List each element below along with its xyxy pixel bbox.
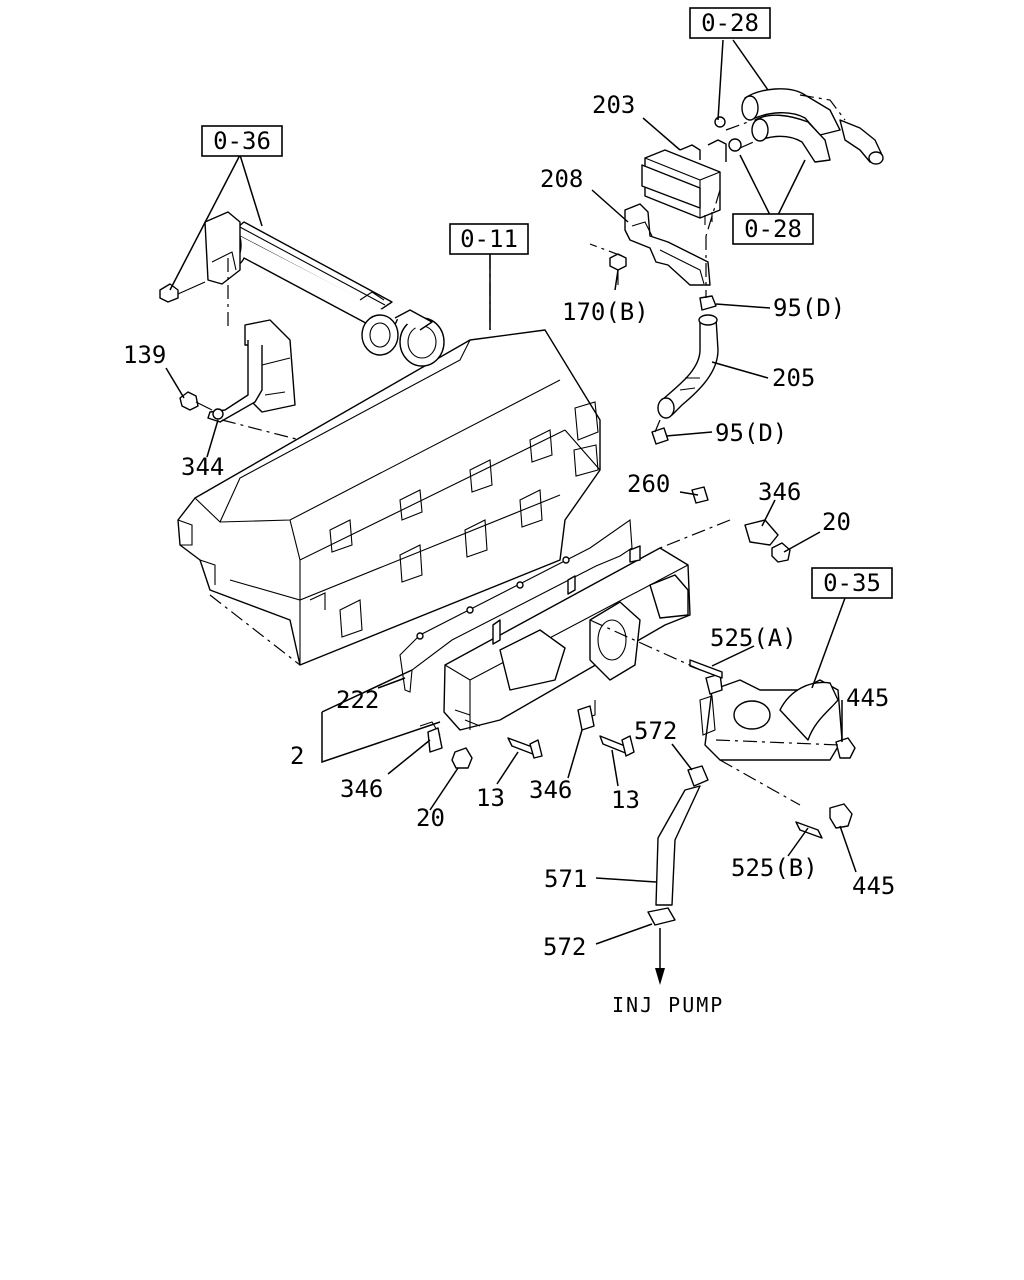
inj-pump-label: INJ PUMP xyxy=(612,993,724,1017)
water-pipe-drawing xyxy=(159,211,445,367)
bracket-344-drawing xyxy=(179,319,296,423)
small-fasteners-drawing xyxy=(427,486,791,769)
ref-0-11-text: 0-11 xyxy=(460,225,518,253)
part-13-left-label: 13 xyxy=(476,784,505,812)
ref-0-28-top-text: 0-28 xyxy=(701,9,759,37)
part-203-label: 203 xyxy=(592,91,635,119)
hoses-0-28-drawing xyxy=(714,88,884,165)
thermostat-housing-drawing xyxy=(689,659,856,839)
ref-0-28-bottom-text: 0-28 xyxy=(744,215,802,243)
hose-571-drawing xyxy=(647,765,709,985)
part-346-middle-label: 346 xyxy=(529,776,572,804)
part-20-top-label: 20 xyxy=(822,508,851,536)
valve-203-drawing xyxy=(641,139,727,225)
part-572-upper-label: 572 xyxy=(634,717,677,745)
part-139-label: 139 xyxy=(123,341,166,369)
part-170b-label: 170(B) xyxy=(562,298,649,326)
part-445-upper-label: 445 xyxy=(846,684,889,712)
ref-0-35-text: 0-35 xyxy=(823,569,881,597)
ref-box-0-28-top: 0-28 xyxy=(689,7,771,39)
part-2-label: 2 xyxy=(290,742,304,770)
part-205-label: 205 xyxy=(772,364,815,392)
part-208-label: 208 xyxy=(540,165,583,193)
part-260-label: 260 xyxy=(627,470,670,498)
bracket-208-drawing xyxy=(609,203,711,286)
part-445-lower-label: 445 xyxy=(852,872,895,900)
ref-box-0-36: 0-36 xyxy=(201,125,283,157)
part-20-bottom-label: 20 xyxy=(416,804,445,832)
intake-manifold-drawing xyxy=(399,518,691,736)
cylinder-head-drawing xyxy=(177,329,601,666)
ref-box-0-11: 0-11 xyxy=(449,223,529,255)
leader-lines xyxy=(165,39,857,945)
ref-box-0-28-bottom: 0-28 xyxy=(732,213,814,245)
part-572-lower-label: 572 xyxy=(543,933,586,961)
ref-0-36-text: 0-36 xyxy=(213,127,271,155)
part-222-label: 222 xyxy=(336,686,379,714)
part-95d-lower-label: 95(D) xyxy=(715,419,787,447)
part-344-label: 344 xyxy=(181,453,224,481)
part-525b-label: 525(B) xyxy=(731,854,818,882)
hose-205-drawing xyxy=(651,236,719,445)
part-346-left-label: 346 xyxy=(340,775,383,803)
part-13-right-label: 13 xyxy=(611,786,640,814)
part-346-top-label: 346 xyxy=(758,478,801,506)
part-95d-upper-label: 95(D) xyxy=(773,294,845,322)
part-571-label: 571 xyxy=(544,865,587,893)
part-525a-label: 525(A) xyxy=(710,624,797,652)
reference-lines xyxy=(209,189,841,806)
ref-box-0-35: 0-35 xyxy=(811,567,893,599)
